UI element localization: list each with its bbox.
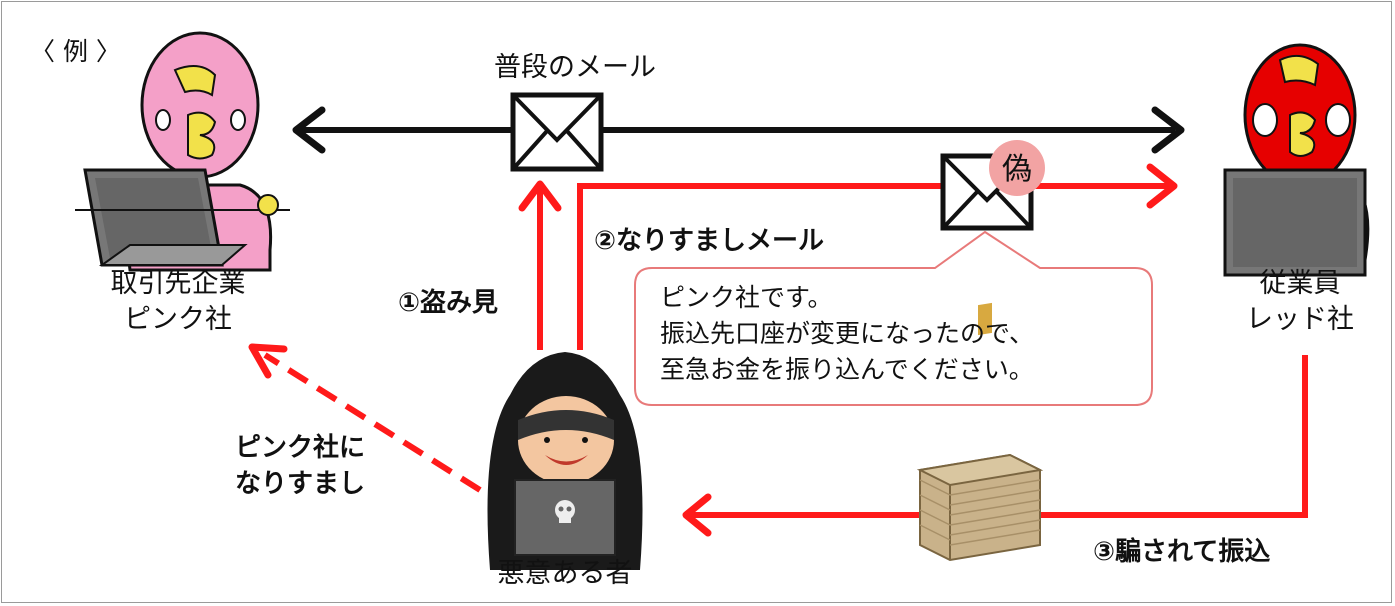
red-company-label: 従業員 レッド社 (1205, 266, 1395, 338)
example-label: 〈 例 〉 (30, 37, 121, 66)
skull-icon (555, 500, 575, 523)
fake-badge-text: 偽 (1002, 152, 1032, 187)
laptop-icon (75, 168, 290, 267)
impersonate-line1: ピンク社に (234, 433, 365, 463)
impersonate-label: ピンク社に なりすまし (200, 430, 400, 502)
callout-line3: 至急お金を振り込んでください。 (660, 355, 1034, 384)
normal-mail-arrow (292, 106, 1185, 154)
fake-badge (989, 140, 1045, 196)
hooded-hacker-icon (487, 352, 643, 570)
callout-bubble (634, 230, 1153, 406)
red-company-line2: レッド社 (1246, 304, 1354, 335)
step-peek-label: ①盗み見 (398, 288, 499, 318)
impersonate-arrow (248, 343, 482, 493)
envelope-icon (510, 92, 604, 172)
money-bundle-icon (916, 302, 1044, 562)
callout-line1: ピンク社です。 (660, 283, 833, 312)
step-spoof-mail-label: ②なりすましメール (594, 226, 825, 256)
callout-line2: 振込先口座が変更になったので、 (660, 319, 1035, 348)
red-company-line1: 従業員 (1259, 268, 1341, 299)
pink-company-line1: 取引先企業 (110, 268, 246, 299)
pink-company-label: 取引先企業 ピンク社 (78, 266, 278, 338)
normal-mail-label: 普段のメール (494, 52, 656, 83)
peek-arrow (518, 180, 562, 350)
impersonate-line2: なりすまし (234, 469, 365, 499)
pink-company-line2: ピンク社 (124, 304, 232, 335)
attacker-label: 悪意ある者 (497, 558, 633, 589)
step-transfer-label: ③騙されて振込 (1093, 537, 1271, 567)
red-company-character (1223, 43, 1370, 277)
transfer-arrow (682, 355, 1308, 537)
callout-text: ピンク社です。 振込先口座が変更になったので、 至急お金を振り込んでください。 (660, 280, 1130, 388)
